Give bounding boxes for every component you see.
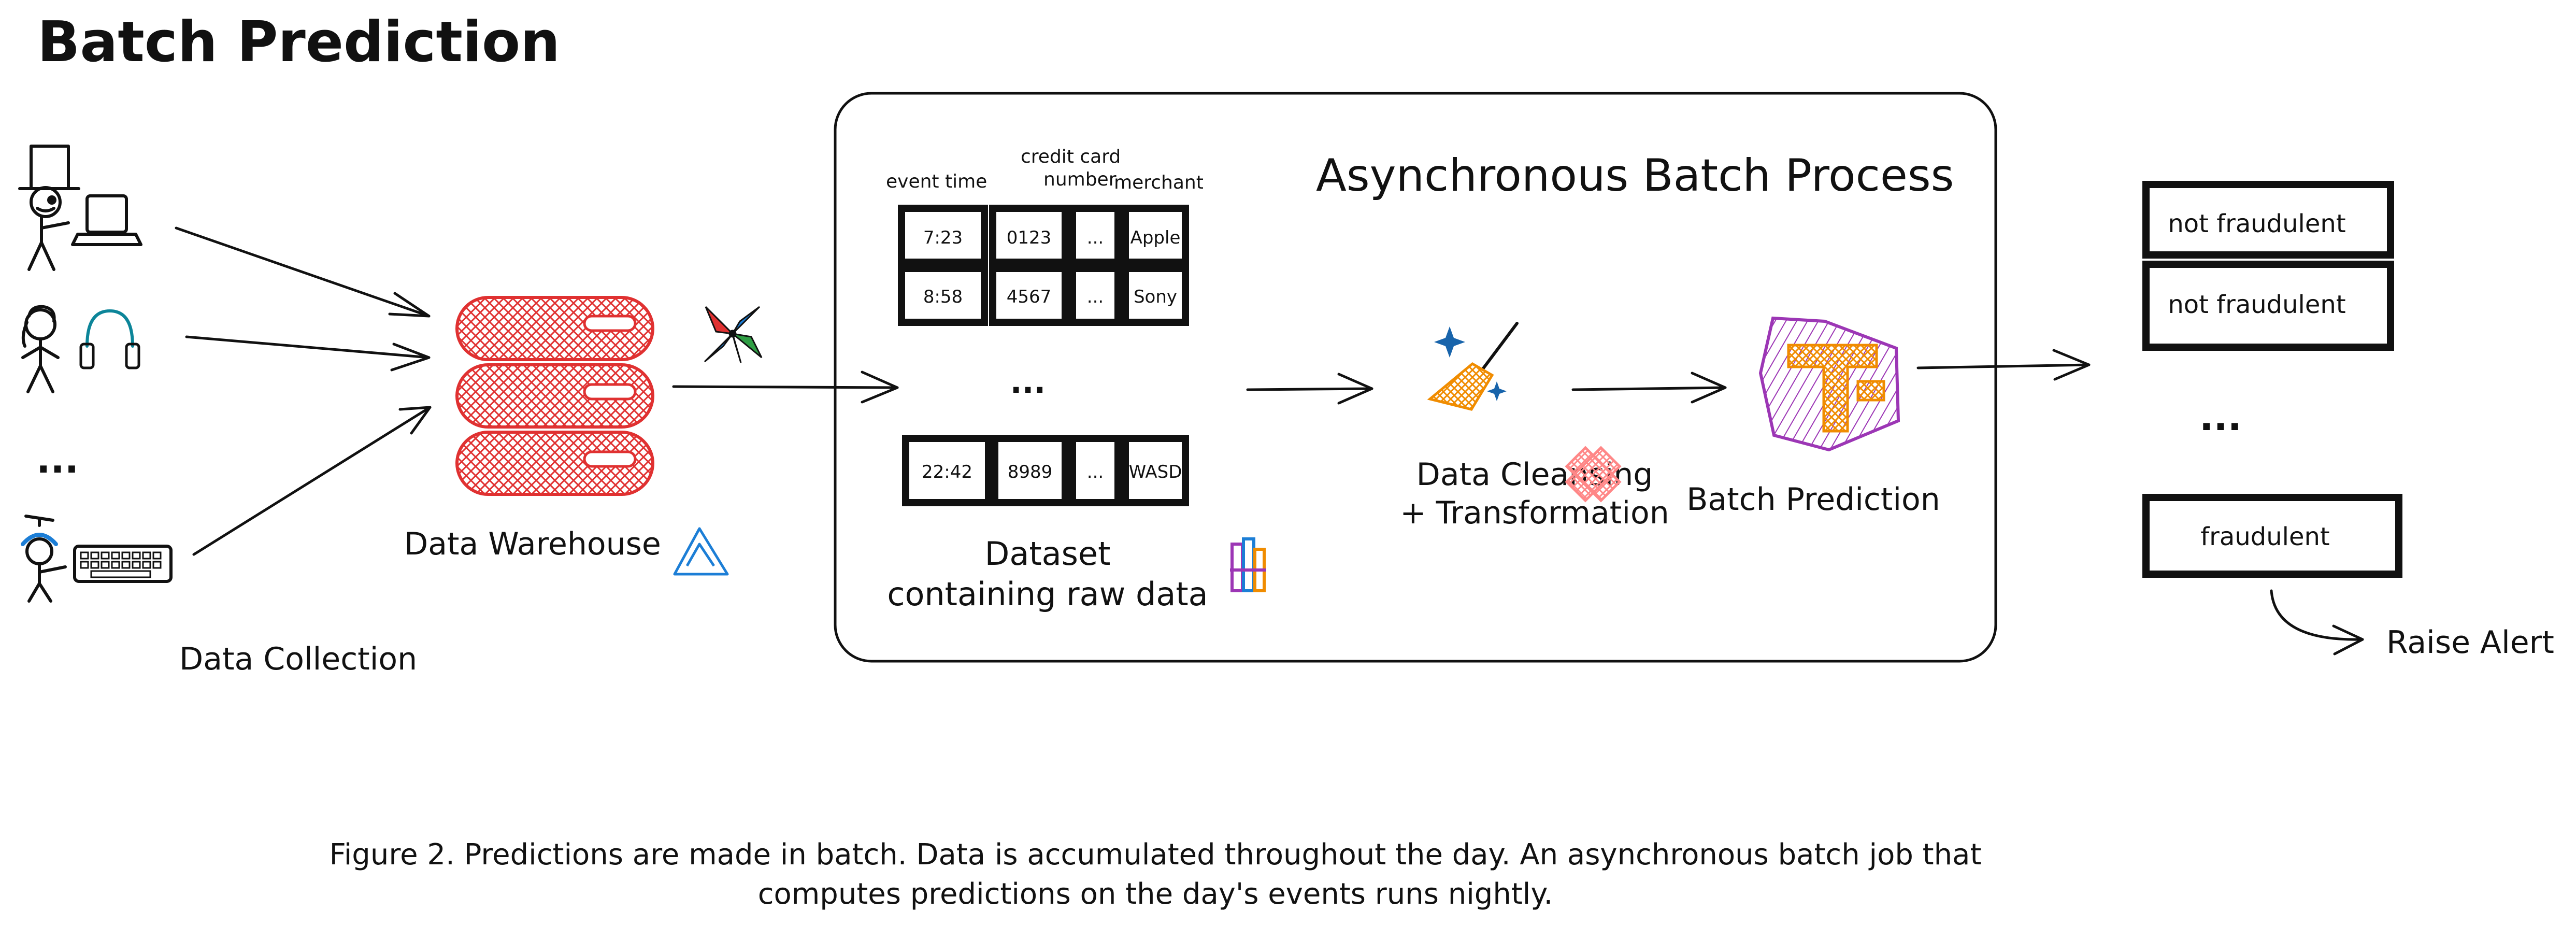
arrow-user2-to-warehouse [185, 335, 431, 359]
arrow-warehouse-to-process [672, 371, 899, 404]
dataset-cell: WASD [1129, 462, 1182, 482]
dataset-cell: 4567 [1007, 287, 1052, 307]
arrow-user1-to-warehouse [175, 226, 431, 318]
cleansing-label-line2: + Transformation [1400, 495, 1669, 531]
dataset-cell: 8:58 [923, 287, 963, 307]
outputs-ellipsis: ... [2199, 395, 2242, 439]
dataset-cell: 8989 [1008, 462, 1053, 482]
dataset-cell: ... [1087, 227, 1104, 248]
data-warehouse-icon [455, 296, 654, 496]
dataset-cell: 7:23 [923, 227, 963, 248]
output-boxes [2142, 181, 2402, 578]
data-collection-label: Data Collection [179, 641, 417, 677]
transform-x-icon [1565, 446, 1622, 503]
page-title: Batch Prediction [37, 10, 560, 75]
dataset-header-number: number [1043, 169, 1117, 190]
dataset-ellipsis: ... [1010, 364, 1046, 401]
dataset-label-line2: containing raw data [887, 575, 1208, 613]
dataset-cell: Sony [1134, 287, 1177, 307]
output-box-1 [2142, 181, 2394, 259]
dataset-header-event-time: event time [886, 171, 987, 192]
dataset-cell: 22:42 [922, 462, 972, 482]
collection-arrows [175, 226, 432, 556]
cleansing-label-line1: Data Cleansing [1416, 457, 1653, 493]
pinwheel-icon [704, 306, 763, 363]
output-label-fraudulent: fraudulent [2200, 522, 2329, 551]
user-laptop-icon [18, 145, 142, 271]
arrow-dataset-to-cleansing [1246, 373, 1373, 405]
async-process-title: Asynchronous Batch Process [1316, 150, 1954, 202]
arrow-fraudulent-to-alert [2270, 589, 2364, 656]
figure-caption-line1: Figure 2. Predictions are made in batch.… [330, 838, 1982, 872]
user-keyboard-icon [21, 515, 173, 603]
arrow-prediction-to-outputs [1916, 349, 2091, 381]
dataset-header-merchant: merchant [1114, 172, 1204, 193]
output-box-3 [2142, 494, 2402, 578]
arrow-user3-to-warehouse [192, 406, 432, 556]
tensorflow-icon [1758, 316, 1900, 452]
output-box-2 [2142, 261, 2394, 351]
output-label-not-fraudulent-2: not fraudulent [2168, 290, 2345, 319]
dataset-header-credit-card: credit card [1021, 146, 1121, 167]
batch-prediction-label: Batch Prediction [1686, 481, 1940, 518]
data-warehouse-label: Data Warehouse [404, 526, 661, 562]
figure-caption-line2: computes predictions on the day's events… [758, 877, 1553, 911]
dataset-cell: 0123 [1007, 227, 1052, 248]
dataset-cell: ... [1087, 462, 1104, 482]
arrow-cleansing-to-prediction [1571, 372, 1727, 404]
collection-ellipsis: ... [36, 438, 79, 481]
raise-alert-label: Raise Alert [2386, 624, 2554, 661]
dataset-cell: ... [1087, 287, 1104, 307]
dataset-cell: Apple [1130, 227, 1181, 248]
user-headset-icon [21, 305, 140, 393]
warehouse-logo-icon [673, 527, 729, 576]
output-label-not-fraudulent-1: not fraudulent [2168, 209, 2345, 238]
broom-icon [1427, 322, 1519, 411]
async-process-container [834, 92, 1997, 663]
data-format-logo-icon [1230, 537, 1266, 592]
dataset-label-line1: Dataset [985, 535, 1111, 573]
dataset-table [898, 205, 1189, 506]
